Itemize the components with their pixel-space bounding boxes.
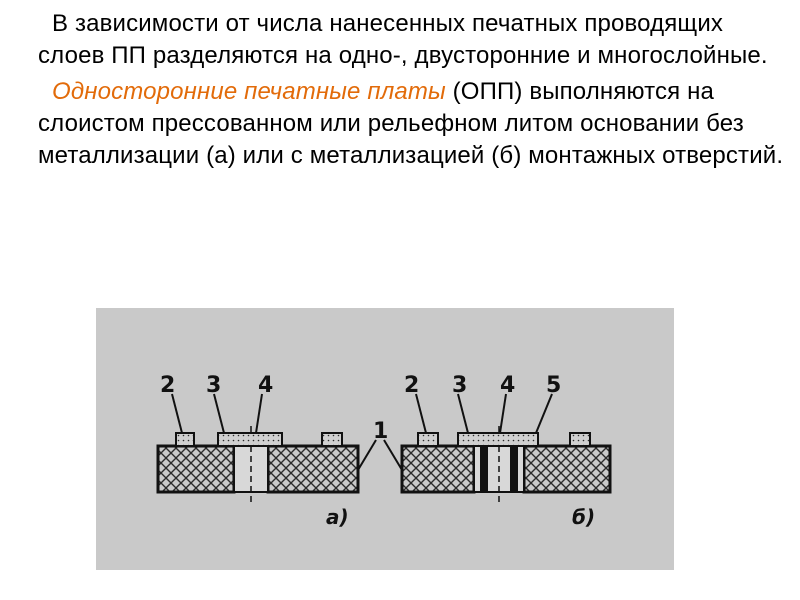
intro-paragraph: В зависимости от числа нанесенных печатн… [38,10,768,69]
leader-b-4 [499,393,507,434]
leader-1-b [383,439,403,471]
substrate-callout: 1 [357,419,403,471]
leader-a-2 [171,393,183,434]
board-a-conductor-right [321,432,343,447]
board-a-pad-3 [217,432,283,447]
slide-text: В зависимости от числа нанесенных печатн… [38,8,788,172]
board-b-pad-3 [457,432,539,447]
leader-b-2 [415,393,427,434]
label-a-3: 3 [206,373,221,398]
label-b-2: 2 [404,373,419,398]
label-b-5: 5 [546,373,561,398]
pcb-diagram: 2 3 4 а) 1 2 3 4 [156,373,612,529]
pcb-cross-section-figure: 2 3 4 а) 1 2 3 4 [96,308,674,570]
board-b-substrate-left [400,444,476,494]
board-b-plating-right [510,432,518,492]
board-a: 2 3 4 а) [156,373,360,529]
leader-1-a [357,439,377,471]
board-b-conductor-right [569,432,591,447]
label-b-3: 3 [452,373,467,398]
caption-a: а) [326,505,349,529]
board-b-conductor-2 [417,432,439,447]
label-b-4: 4 [500,373,515,398]
board-a-substrate-right [266,444,360,494]
board-b-substrate-right [522,444,612,494]
board-b: 2 3 4 5 б) [400,373,612,529]
board-a-conductor-2 [175,432,195,447]
leader-b-5 [535,393,553,434]
leader-b-3 [457,393,469,434]
board-a-substrate-left [156,444,236,494]
label-a-2: 2 [160,373,175,398]
caption-b: б) [572,505,595,529]
opp-description: (ОПП) выполняются на слоистом прессованн… [38,78,784,169]
board-b-plating-left [480,432,488,492]
opp-paragraph: Односторонние печатные платы (ОПП) выпол… [38,76,788,172]
leader-a-3 [213,393,225,434]
label-common-1: 1 [373,419,388,444]
opp-term: Односторонние печатные платы [52,78,446,105]
label-a-4: 4 [258,373,273,398]
leader-a-4 [255,393,263,434]
